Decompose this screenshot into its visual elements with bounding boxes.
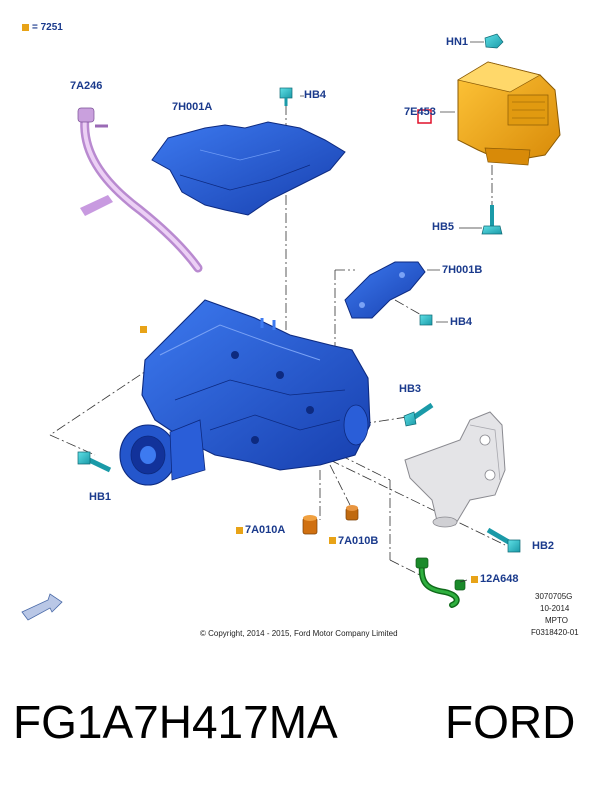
copyright: © Copyright, 2014 - 2015, Ford Motor Com… xyxy=(200,629,398,638)
fastener-hb3 xyxy=(403,402,434,427)
leader-lines xyxy=(49,105,506,576)
callout-hb1: HB1 xyxy=(89,491,112,503)
part-number: FG1A7H417MA xyxy=(13,696,338,748)
brand: FORD xyxy=(445,696,576,748)
vent-tube-7a246 xyxy=(77,107,203,273)
callout-hb3: HB3 xyxy=(399,383,422,395)
heat-shield-7h001a xyxy=(151,121,346,216)
fastener-hb2 xyxy=(486,527,521,553)
ref-line-2: 10-2014 xyxy=(540,604,570,613)
callout-hb4-mid: HB4 xyxy=(450,316,473,328)
callout-hb2: HB2 xyxy=(532,540,555,552)
bracket-7h001b xyxy=(344,261,426,319)
callout-7a010b: 7A010B xyxy=(338,535,379,547)
callout-hb5: HB5 xyxy=(432,221,455,233)
marker-7251-case xyxy=(140,326,147,333)
legend: = 7251 xyxy=(22,22,63,33)
callout-7h001b: 7H001B xyxy=(442,264,483,276)
callout-7h001a: 7H001A xyxy=(172,101,213,113)
control-module-7e453 xyxy=(417,61,561,166)
callout-7a246: 7A246 xyxy=(70,80,103,92)
callout-7e453: 7E453 xyxy=(404,106,436,118)
legend-text: = 7251 xyxy=(32,22,63,33)
ref-line-3: MPTO xyxy=(545,616,568,625)
marker-7251-7a010a xyxy=(236,527,243,534)
callout-12a648: 12A648 xyxy=(480,573,519,585)
fastener-hb1 xyxy=(77,451,112,473)
marker-7251-7a010b xyxy=(329,537,336,544)
legend-marker xyxy=(22,23,29,31)
mount-bracket xyxy=(404,411,506,528)
fastener-hn1 xyxy=(484,33,504,49)
plug-7a010a xyxy=(302,515,318,535)
transfer-case xyxy=(119,299,371,486)
direction-arrow-icon xyxy=(21,593,63,621)
callout-hb4-top: HB4 xyxy=(304,89,327,101)
callout-7a010a: 7A010A xyxy=(245,524,286,536)
marker-7251-12a648 xyxy=(471,576,478,583)
plug-7a010b xyxy=(345,505,359,521)
wiring-harness-12a648 xyxy=(415,557,466,608)
ref-line-1: 3070705G xyxy=(535,592,573,601)
fastener-hb4-top xyxy=(279,87,293,106)
callout-ticks xyxy=(300,41,484,583)
callout-hn1: HN1 xyxy=(446,36,469,48)
ref-line-4: F0318420-01 xyxy=(531,628,579,637)
fastener-hb5 xyxy=(481,205,503,235)
fastener-hb4-mid xyxy=(419,314,433,326)
parts-diagram xyxy=(21,33,561,621)
